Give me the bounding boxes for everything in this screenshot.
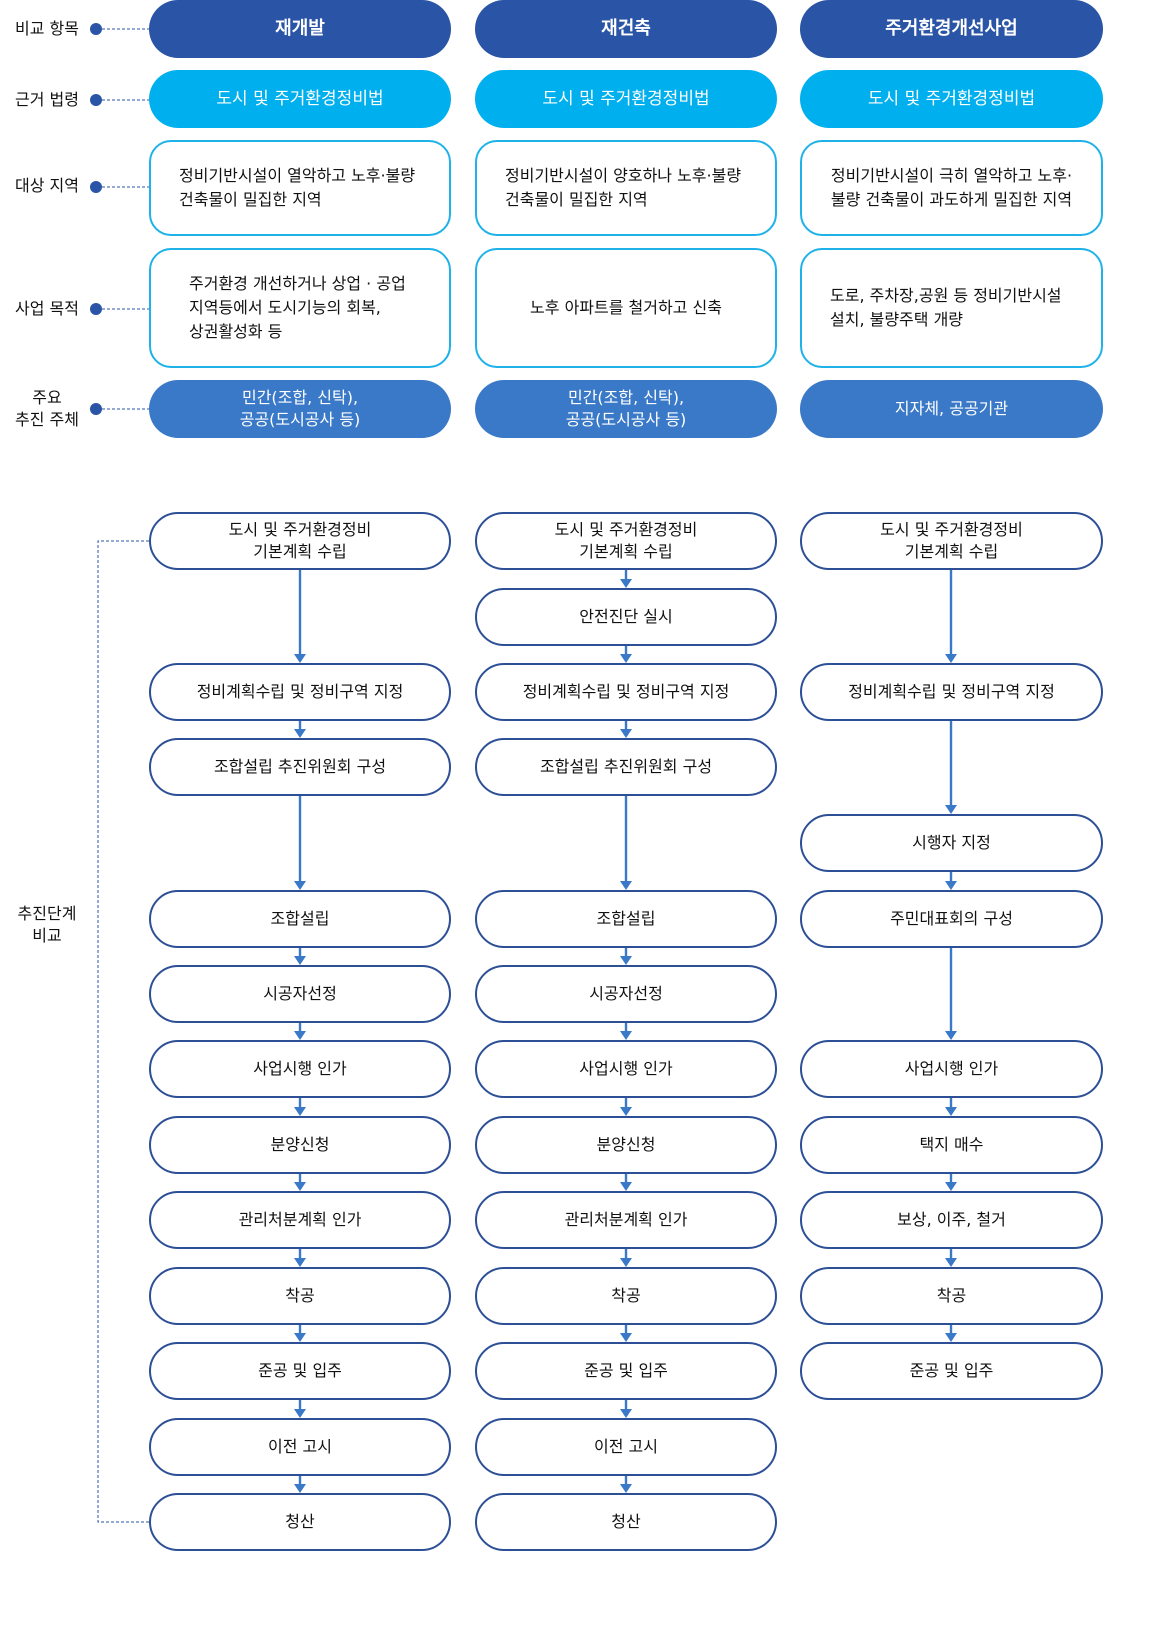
step-box: 착공	[475, 1267, 777, 1325]
step-box: 사업시행 인가	[475, 1040, 777, 1098]
flow-arrow-head	[620, 881, 632, 890]
flow-arrow-head	[620, 1182, 632, 1191]
flow-arrow-head	[620, 1031, 632, 1040]
flow-arrow-head	[620, 1409, 632, 1418]
step-box: 분양신청	[149, 1116, 451, 1174]
step-box: 착공	[800, 1267, 1103, 1325]
step-box: 청산	[149, 1493, 451, 1551]
flow-arrow-head	[294, 1182, 306, 1191]
flow-arrow-head	[945, 1107, 957, 1116]
row-label-actor: 주요 추진 주체	[15, 388, 79, 429]
law-box-redevelopment: 도시 및 주거환경정비법	[149, 70, 451, 128]
step-box: 시행자 지정	[800, 814, 1103, 872]
step-box: 준공 및 입주	[800, 1342, 1103, 1400]
steps-bracket	[97, 540, 149, 1523]
flow-arrow-head	[620, 1107, 632, 1116]
purpose-box-residential-improvement: 도로, 주차장,공원 등 정비기반시설 설치, 불량주택 개량	[800, 248, 1103, 368]
flow-arrow-head	[945, 1258, 957, 1267]
step-box: 정비계획수립 및 정비구역 지정	[800, 663, 1103, 721]
step-box: 보상, 이주, 철거	[800, 1191, 1103, 1249]
flow-arrow-head	[945, 805, 957, 814]
law-box-reconstruction: 도시 및 주거환경정비법	[475, 70, 777, 128]
column-header-reconstruction: 재건축	[475, 0, 777, 58]
flow-arrow-head	[294, 729, 306, 738]
step-box: 조합설립 추진위원회 구성	[475, 738, 777, 796]
step-box: 도시 및 주거환경정비 기본계획 수립	[475, 512, 777, 570]
row-marker-dot	[90, 303, 102, 315]
law-box-residential-improvement: 도시 및 주거환경정비법	[800, 70, 1103, 128]
step-box: 청산	[475, 1493, 777, 1551]
flow-arrow-head	[294, 1409, 306, 1418]
target-box-reconstruction: 정비기반시설이 양호하나 노후·불량 건축물이 밀집한 지역	[475, 140, 777, 236]
column-header-residential-improvement: 주거환경개선사업	[800, 0, 1103, 58]
purpose-box-reconstruction: 노후 아파트를 철거하고 신축	[475, 248, 777, 368]
flow-arrow-head	[294, 1333, 306, 1342]
step-box: 이전 고시	[475, 1418, 777, 1476]
flow-arrow-head	[294, 1484, 306, 1493]
step-box: 시공자선정	[149, 965, 451, 1023]
step-box: 조합설립 추진위원회 구성	[149, 738, 451, 796]
row-marker-dot	[90, 403, 102, 415]
step-box: 사업시행 인가	[800, 1040, 1103, 1098]
step-box: 분양신청	[475, 1116, 777, 1174]
flow-arrow-head	[620, 579, 632, 588]
step-box: 택지 매수	[800, 1116, 1103, 1174]
step-box: 준공 및 입주	[475, 1342, 777, 1400]
step-box: 주민대표회의 구성	[800, 890, 1103, 948]
flow-arrow-head	[620, 956, 632, 965]
row-label-purpose: 사업 목적	[15, 299, 79, 318]
flow-arrow-head	[620, 1333, 632, 1342]
step-box: 정비계획수립 및 정비구역 지정	[149, 663, 451, 721]
flow-arrow-head	[945, 881, 957, 890]
row-marker-dot	[90, 181, 102, 193]
step-box: 사업시행 인가	[149, 1040, 451, 1098]
step-box: 관리처분계획 인가	[149, 1191, 451, 1249]
flow-arrow-head	[945, 1182, 957, 1191]
flow-arrow-head	[620, 729, 632, 738]
row-marker-dot	[90, 94, 102, 106]
flow-arrow-head	[620, 654, 632, 663]
flow-arrow-head	[294, 956, 306, 965]
row-label-compare: 비교 항목	[15, 19, 79, 38]
step-box: 시공자선정	[475, 965, 777, 1023]
flow-arrow-head	[294, 1031, 306, 1040]
flow-arrow-head	[294, 654, 306, 663]
step-box: 정비계획수립 및 정비구역 지정	[475, 663, 777, 721]
flow-arrow-head	[620, 1484, 632, 1493]
step-box: 도시 및 주거환경정비 기본계획 수립	[149, 512, 451, 570]
flow-arrow-head	[294, 881, 306, 890]
column-header-redevelopment: 재개발	[149, 0, 451, 58]
flow-arrow-head	[945, 1031, 957, 1040]
row-label-steps: 추진단계 비교	[17, 904, 77, 945]
flow-arrow-head	[620, 1258, 632, 1267]
row-label-law: 근거 법령	[15, 90, 79, 109]
step-box: 준공 및 입주	[149, 1342, 451, 1400]
step-box: 관리처분계획 인가	[475, 1191, 777, 1249]
step-box: 착공	[149, 1267, 451, 1325]
step-box: 안전진단 실시	[475, 588, 777, 646]
flow-arrow-head	[294, 1258, 306, 1267]
row-marker-dot	[90, 23, 102, 35]
actor-box-redevelopment: 민간(조합, 신탁), 공공(도시공사 등)	[149, 380, 451, 438]
purpose-box-redevelopment: 주거환경 개선하거나 상업 · 공업 지역등에서 도시기능의 회복, 상권활성화…	[149, 248, 451, 368]
flow-arrow-head	[945, 654, 957, 663]
step-box: 도시 및 주거환경정비 기본계획 수립	[800, 512, 1103, 570]
step-box: 이전 고시	[149, 1418, 451, 1476]
actor-box-residential-improvement: 지자체, 공공기관	[800, 380, 1103, 438]
target-box-redevelopment: 정비기반시설이 열악하고 노후·불량 건축물이 밀집한 지역	[149, 140, 451, 236]
row-label-target: 대상 지역	[15, 176, 79, 195]
flow-arrow-head	[294, 1107, 306, 1116]
step-box: 조합설립	[149, 890, 451, 948]
target-box-residential-improvement: 정비기반시설이 극히 열악하고 노후· 불량 건축물이 과도하게 밀집한 지역	[800, 140, 1103, 236]
actor-box-reconstruction: 민간(조합, 신탁), 공공(도시공사 등)	[475, 380, 777, 438]
step-box: 조합설립	[475, 890, 777, 948]
flow-arrow-head	[945, 1333, 957, 1342]
